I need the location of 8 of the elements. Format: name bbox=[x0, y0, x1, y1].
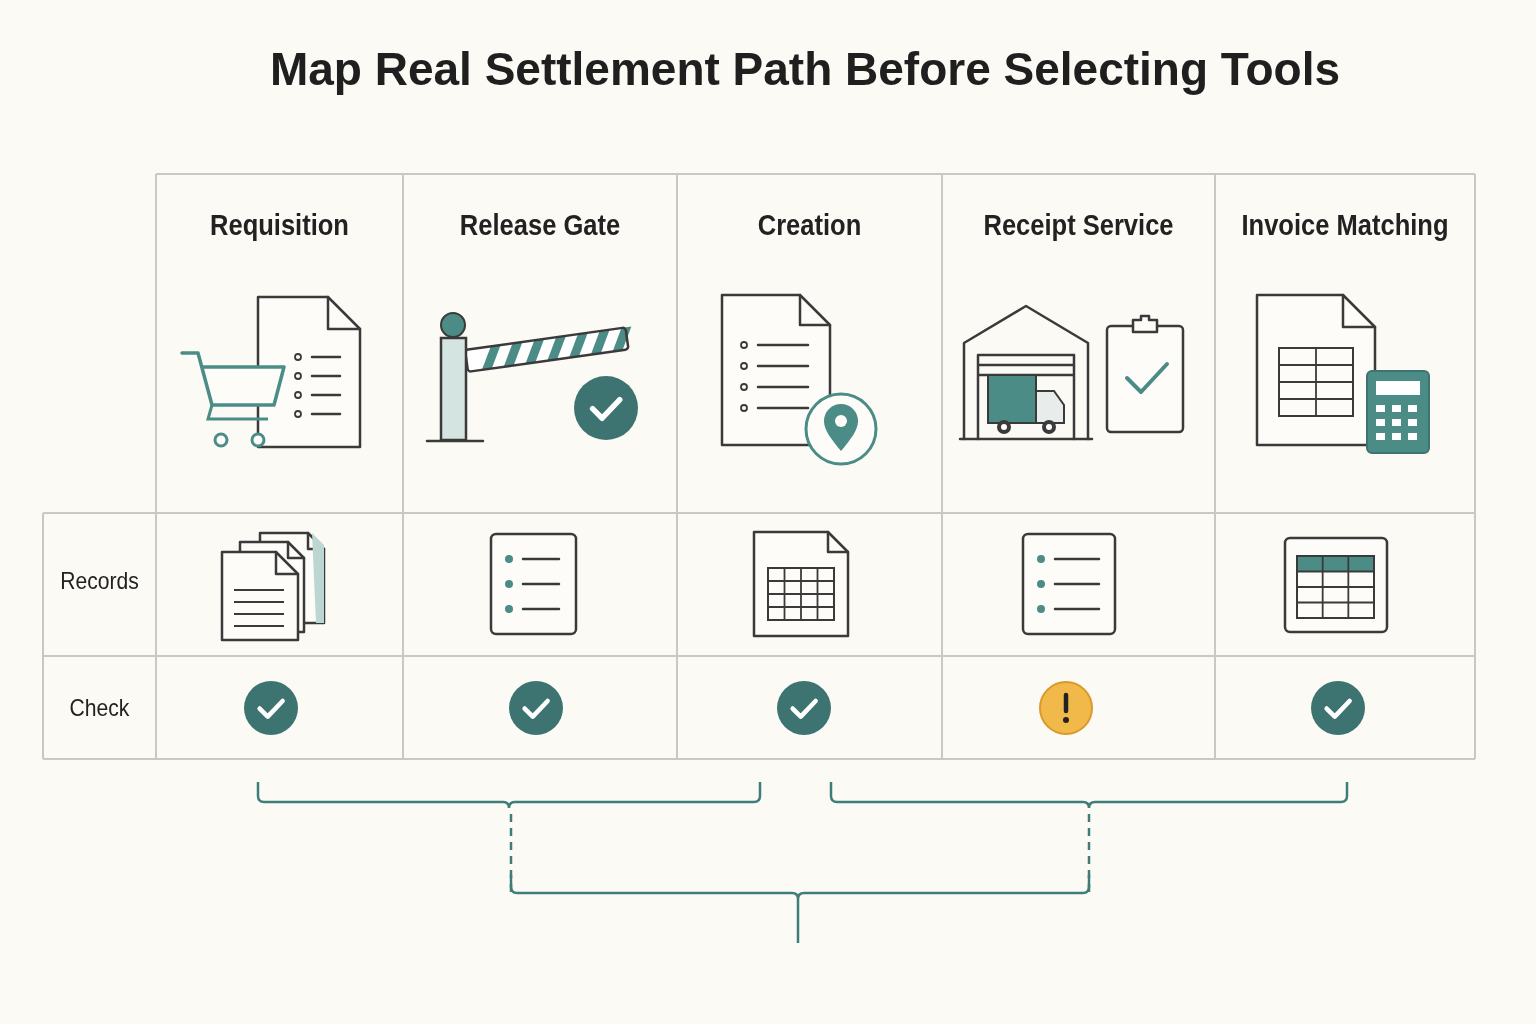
column-header: Release Gate bbox=[458, 207, 622, 243]
column-header: Receipt Service bbox=[982, 207, 1175, 243]
row-label: Records bbox=[59, 566, 140, 596]
column-header: Creation bbox=[756, 207, 863, 243]
column-header: Invoice Matching bbox=[1240, 207, 1450, 243]
diagram-title: Map Real Settlement Path Before Selecting Tools bbox=[268, 42, 1342, 97]
column-header: Requisition bbox=[209, 207, 350, 243]
row-label: Check bbox=[68, 693, 131, 723]
